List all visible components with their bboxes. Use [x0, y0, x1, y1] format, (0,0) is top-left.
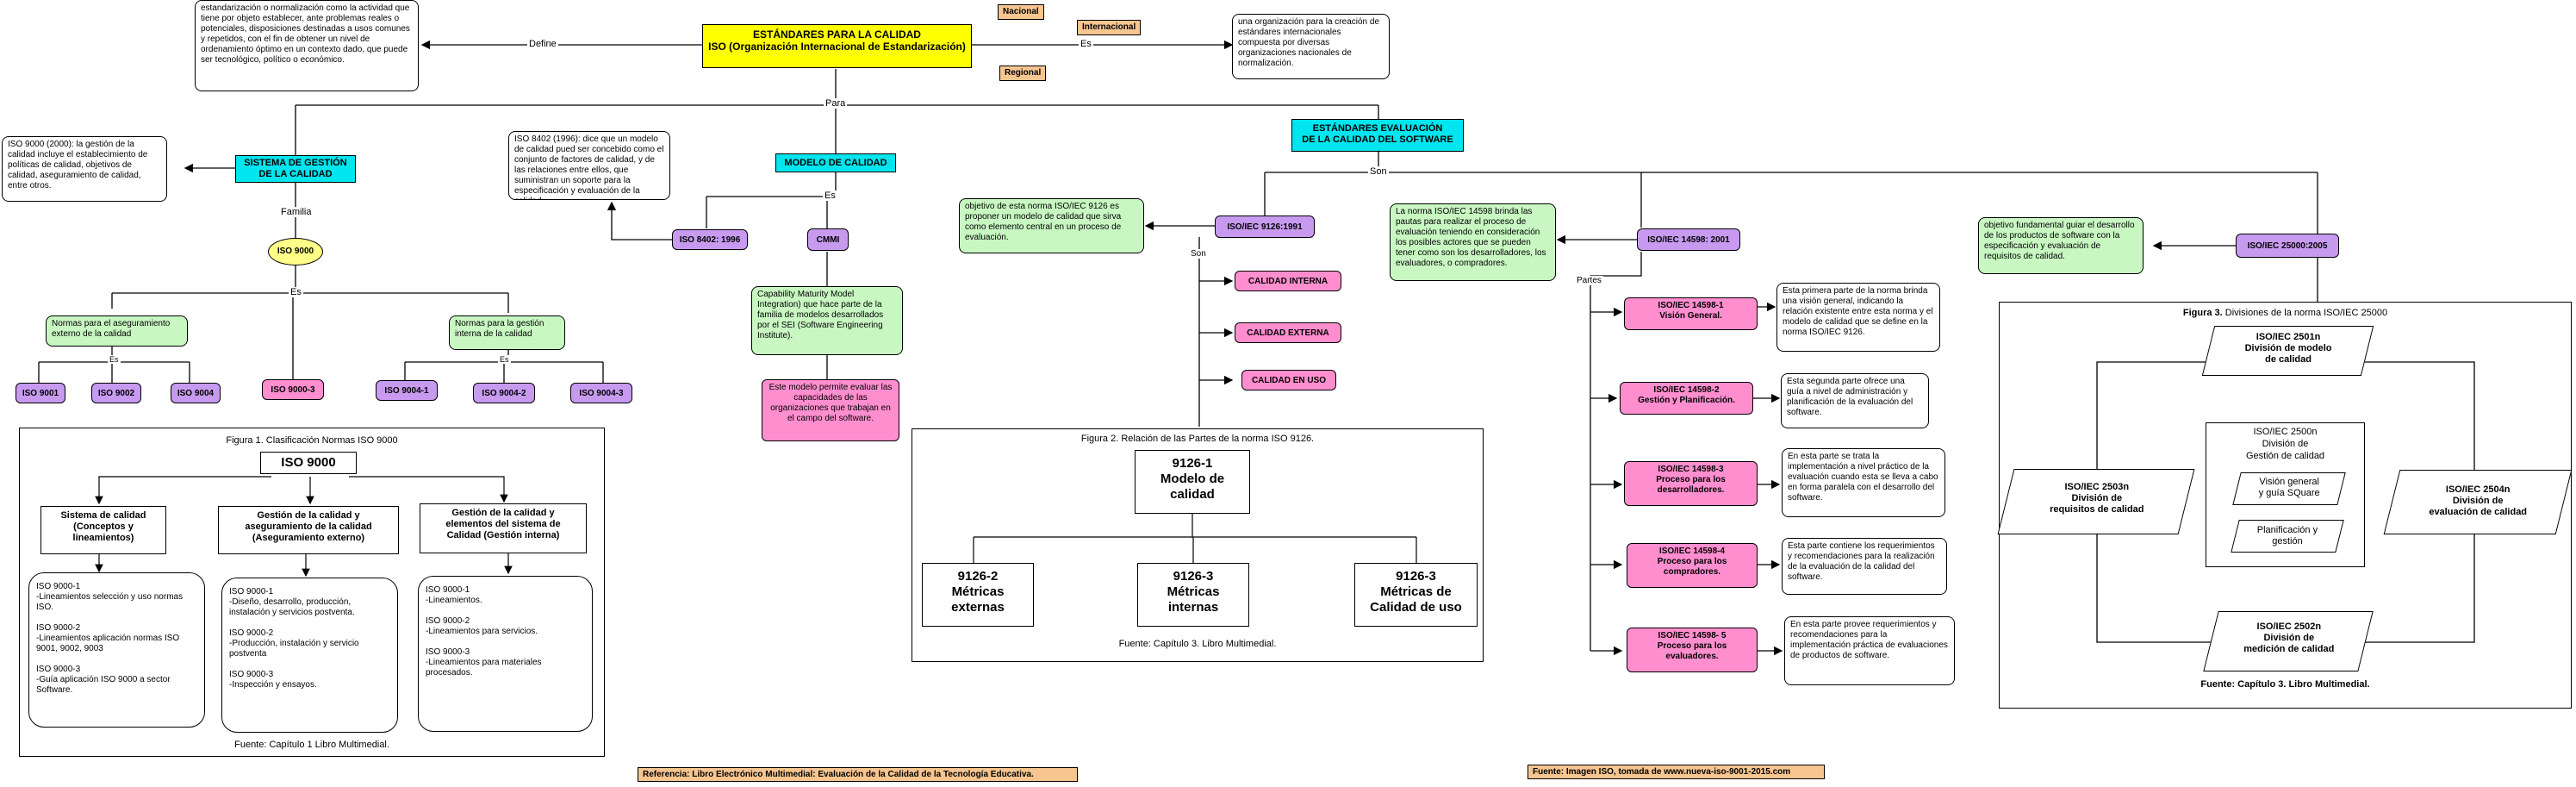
iso14598-2-node: ISO/IEC 14598-2 Gestión y Planificación.: [1620, 382, 1753, 415]
familia-label: Familia: [279, 207, 314, 217]
iso14598-1-node: ISO/IEC 14598-1 Visión General.: [1624, 297, 1758, 330]
figure3-caption: Figura 3. Divisiones de la norma ISO/IEC…: [1999, 308, 2572, 318]
cmmi-evaluation: Este modelo permite evaluar las capacida…: [762, 379, 899, 441]
image-source-footer: Fuente: Imagen ISO, tomada de www.nueva-…: [1528, 765, 1825, 779]
figure1-col1-head: Sistema de calidad (Conceptos y lineamie…: [40, 506, 166, 554]
main-title: ESTÁNDARES PARA LA CALIDAD ISO (Organiza…: [702, 24, 972, 68]
figure2-child-internal: 9126-3 Métricas internas: [1137, 563, 1249, 627]
figure3-right: ISO/IEC 2504n División de evaluación de …: [2383, 470, 2573, 534]
figure1-col1-body: ISO 9000-1 -Lineamientos selección y uso…: [28, 572, 205, 728]
iso14598-1-desc: Esta primera parte de la norma brinda un…: [1776, 283, 1940, 352]
iso14598-3-desc: En esta parte se trata la implementación…: [1782, 448, 1945, 517]
iso9004-3-node: ISO 9004-3: [570, 383, 632, 403]
iso-organization-text: una organización para la creación de est…: [1232, 14, 1390, 79]
software-title: ESTÁNDARES EVALUACIÓN DE LA CALIDAD DEL …: [1291, 119, 1464, 152]
partes-label: Partes: [1575, 276, 1603, 285]
iso9126-node: ISO/IEC 9126:1991: [1215, 215, 1315, 238]
sgc-title: SISTEMA DE GESTIÓN DE LA CALIDAD: [235, 155, 356, 183]
figure3-bottom: ISO/IEC 2502n División de medición de ca…: [2203, 611, 2374, 671]
iso9002-node: ISO 9002: [91, 383, 141, 403]
son2-label: Son: [1189, 249, 1208, 259]
figure3-center-a: Visión general y guía SQuare: [2232, 472, 2346, 505]
iso9000-3-node: ISO 9000-3: [262, 379, 324, 400]
iso14598-4-node: ISO/IEC 14598-4 Proceso para los comprad…: [1627, 543, 1758, 588]
calidad-externa-node: CALIDAD EXTERNA: [1235, 322, 1341, 343]
es-label-main: Es: [1079, 39, 1093, 49]
iso9004-node: ISO 9004: [171, 383, 221, 403]
iso9000-oval: ISO 9000: [268, 238, 323, 265]
figure3-center-title: ISO/IEC 2500n División de Gestión de cal…: [2245, 427, 2325, 461]
iso14598-4-desc: Esta parte contiene los requerimientos y…: [1782, 538, 1947, 595]
figure2-caption: Figura 2. Relación de las Partes de la n…: [1080, 434, 1315, 444]
iso14598-5-node: ISO/IEC 14598- 5 Proceso para los evalua…: [1627, 628, 1758, 672]
figure1-col2-body: ISO 9000-1 -Diseño, desarrollo, producci…: [221, 578, 398, 733]
iso9004-2-node: ISO 9004-2: [473, 383, 535, 403]
gestion-box: Normas para la gestión interna de la cal…: [449, 315, 565, 350]
figure1-root: ISO 9000: [260, 452, 357, 474]
figure3-center-b: Planificación y gestión: [2231, 520, 2344, 553]
es-label-sgc: Es: [289, 287, 303, 297]
figure3-caption-bold: Figura 3.: [2182, 308, 2223, 318]
figure2-source: Fuente: Capítulo 3. Libro Multimedial.: [1118, 639, 1277, 649]
aseguramiento-box: Normas para el aseguramiento externo de …: [46, 315, 188, 347]
figure3-caption-text: Divisiones de la norma ISO/IEC 25000: [2222, 308, 2388, 318]
figure3-top: ISO/IEC 2501n División de modelo de cali…: [2201, 326, 2374, 376]
iso9004-1-node: ISO 9004-1: [376, 380, 438, 401]
figure1-col2-head: Gestión de la calidad y aseguramiento de…: [218, 506, 399, 554]
iso14598-2-desc: Esta segunda parte ofrece una guía a niv…: [1781, 373, 1929, 428]
internacional-tag: Internacional: [1077, 20, 1142, 35]
figure1-col3-head: Gestión de la calidad y elementos del si…: [420, 503, 587, 553]
calidad-interna-node: CALIDAD INTERNA: [1235, 271, 1341, 291]
iso8402-description: ISO 8402 (1996): dice que un modelo de c…: [508, 131, 670, 200]
figure1-caption: Figura 1. Clasificación Normas ISO 9000: [226, 435, 398, 446]
regional-tag: Regional: [999, 66, 1047, 81]
figure3-left: ISO/IEC 2503n División de requisitos de …: [1997, 469, 2195, 534]
iso9126-description: objetivo de esta norma ISO/IEC 9126 es p…: [959, 198, 1144, 253]
iso9001-node: ISO 9001: [16, 383, 65, 403]
nacional-tag: Nacional: [998, 4, 1044, 20]
iso14598-node: ISO/IEC 14598: 2001: [1637, 228, 1740, 251]
calidad-uso-node: CALIDAD EN USO: [1241, 370, 1336, 390]
cmmi-node: CMMI: [807, 228, 849, 251]
sgc-description: ISO 9000 (2000): la gestión de la calida…: [2, 136, 167, 202]
cmmi-description: Capability Maturity Model Integration) q…: [751, 286, 903, 355]
es-label-modelo: Es: [823, 191, 837, 201]
figure2-child-external: 9126-2 Métricas externas: [922, 563, 1034, 627]
figure1-col3-body: ISO 9000-1 -Lineamientos. ISO 9000-2 -Li…: [418, 576, 593, 732]
figure2-child-use: 9126-3 Métricas de Calidad de uso: [1354, 563, 1478, 627]
iso14598-5-desc: En esta parte provee requerimientos y re…: [1784, 616, 1955, 685]
iso14598-description: La norma ISO/IEC 14598 brinda las pautas…: [1390, 203, 1556, 281]
definition-text: estandarización o normalización como la …: [195, 0, 419, 91]
es-label-aseg: Es: [108, 355, 121, 364]
figure1-source: Fuente: Capítulo 1 Libro Multimedial.: [234, 740, 389, 750]
modelo-title: MODELO DE CALIDAD: [775, 153, 896, 172]
es-label-gest: Es: [498, 355, 511, 364]
iso8402-node: ISO 8402: 1996: [672, 229, 748, 250]
define-label: Define: [527, 39, 558, 49]
iso25000-node: ISO/IEC 25000:2005: [2236, 234, 2339, 258]
iso25000-description: objetivo fundamental guiar el desarrollo…: [1978, 217, 2144, 274]
reference-footer: Referencia: Libro Electrónico Multimedia…: [638, 767, 1078, 782]
figure3-source: Fuente: Capítulo 3. Libro Multimedial.: [2200, 679, 2370, 690]
iso14598-3-node: ISO/IEC 14598-3 Proceso para los desarro…: [1624, 461, 1758, 506]
para-label: Para: [824, 98, 848, 109]
figure2-root: 9126-1 Modelo de calidad: [1135, 450, 1250, 514]
son-label: Son: [1368, 166, 1389, 177]
